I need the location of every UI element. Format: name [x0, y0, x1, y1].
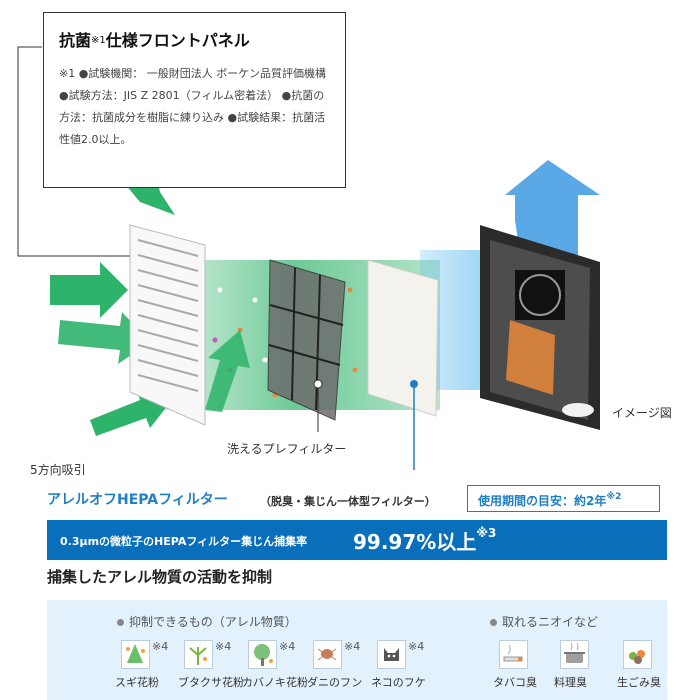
- cedar-pollen-icon: [121, 640, 150, 669]
- allergen-item: ※4 ダニのフン: [307, 640, 369, 692]
- allergen-note: ※4: [152, 640, 169, 653]
- allergen-label: ブタクサ花粉: [178, 676, 244, 689]
- allergen-item: ※4 スギ花粉: [115, 640, 177, 692]
- filter-diagram: 抗菌※1仕様フロントパネル ※1 ●試験機関： 一般財団法人 ボーケン品質評価機…: [17, 12, 672, 482]
- odor-label: 料理臭: [554, 676, 587, 689]
- usage-text: 使用期間の目安：約2年: [478, 494, 607, 508]
- intake-label: 5方向吸引: [30, 463, 86, 477]
- hepa-subtitle: （脱臭・集じん一体型フィルター）: [260, 495, 436, 508]
- air-purifier-unit: [480, 225, 600, 430]
- collection-rate-band: 0.3μmの微粒子のHEPAフィルター集じん捕集率 99.97%以上※3: [47, 520, 667, 560]
- outflow-arrow: [505, 160, 600, 255]
- collection-rate-number: 99.97%以上: [353, 530, 477, 554]
- collection-rate-label: 0.3μmの微粒子のHEPAフィルター集じん捕集率: [60, 535, 308, 548]
- allergen-item: ※4 カバノキ花粉: [242, 640, 308, 692]
- birch-pollen-icon: [248, 640, 277, 669]
- allergen-label: ネコのフケ: [371, 676, 426, 689]
- usage-ref: ※2: [606, 492, 622, 502]
- allergen-item: ※4 ネコのフケ: [371, 640, 433, 692]
- callout-title-rest: 仕様フロントパネル: [105, 31, 250, 50]
- allergen-note: ※4: [279, 640, 296, 653]
- pre-filter: [267, 259, 346, 432]
- allergen-label: カバノキ花粉: [242, 676, 308, 689]
- callout-title-main: 抗菌: [59, 31, 92, 50]
- hepa-filter: [367, 259, 439, 482]
- allergen-note: ※4: [344, 640, 361, 653]
- airflow-illustration: [17, 46, 600, 482]
- callout-connector: [17, 46, 165, 257]
- odor-item: タバコ臭: [493, 640, 555, 692]
- capture-heading: 捕集したアレル物質の活動を抑制: [47, 568, 273, 586]
- odor-label: 生ごみ臭: [617, 676, 661, 689]
- collection-rate-value: 99.97%以上※3: [353, 526, 496, 555]
- callout-title-ref: ※1: [91, 35, 106, 46]
- callout-body: ※1 ●試験機関： 一般財団法人 ボーケン品質評価機構 ●試験方法：JIS Z …: [59, 67, 326, 146]
- antibacterial-panel-callout: 抗菌※1仕様フロントパネル ※1 ●試験機関： 一般財団法人 ボーケン品質評価機…: [43, 12, 346, 188]
- suppression-panel: 抑制できるもの（アレル物質） 取れるニオイなど ※4 スギ花粉 ※4 ブタクサ花…: [47, 600, 667, 700]
- bullet-icon: [490, 619, 497, 626]
- allergen-heading-text: 抑制できるもの（アレル物質）: [129, 615, 297, 629]
- allergen-note: ※4: [408, 640, 425, 653]
- allergen-group-heading: 抑制できるもの（アレル物質）: [117, 613, 297, 630]
- front-panel: [129, 224, 206, 426]
- hepa-title: アレルオフHEPAフィルター: [47, 492, 228, 508]
- collection-rate-ref: ※3: [476, 526, 497, 540]
- image-note-label: イメージ図: [612, 406, 672, 420]
- odor-item: 料理臭: [554, 640, 616, 692]
- odor-heading-text: 取れるニオイなど: [502, 615, 599, 629]
- allergen-note: ※4: [215, 640, 232, 653]
- odor-item: 生ごみ臭: [617, 640, 679, 692]
- odor-group-heading: 取れるニオイなど: [490, 613, 598, 630]
- odor-label: タバコ臭: [493, 676, 537, 689]
- cat-icon: [377, 640, 406, 669]
- prefilter-label: 洗えるプレフィルター: [227, 442, 347, 456]
- cigarette-icon: [499, 640, 528, 669]
- cooking-pot-icon: [560, 640, 589, 669]
- allergen-label: ダニのフン: [307, 676, 363, 689]
- usage-period-badge: 使用期間の目安：約2年※2: [467, 485, 660, 512]
- bullet-icon: [117, 619, 124, 626]
- callout-title: 抗菌※1仕様フロントパネル: [59, 31, 331, 51]
- ragweed-pollen-icon: [184, 640, 213, 669]
- allergen-label: スギ花粉: [115, 676, 159, 689]
- mite-icon: [313, 640, 342, 669]
- allergen-item: ※4 ブタクサ花粉: [178, 640, 244, 692]
- garbage-icon: [623, 640, 652, 669]
